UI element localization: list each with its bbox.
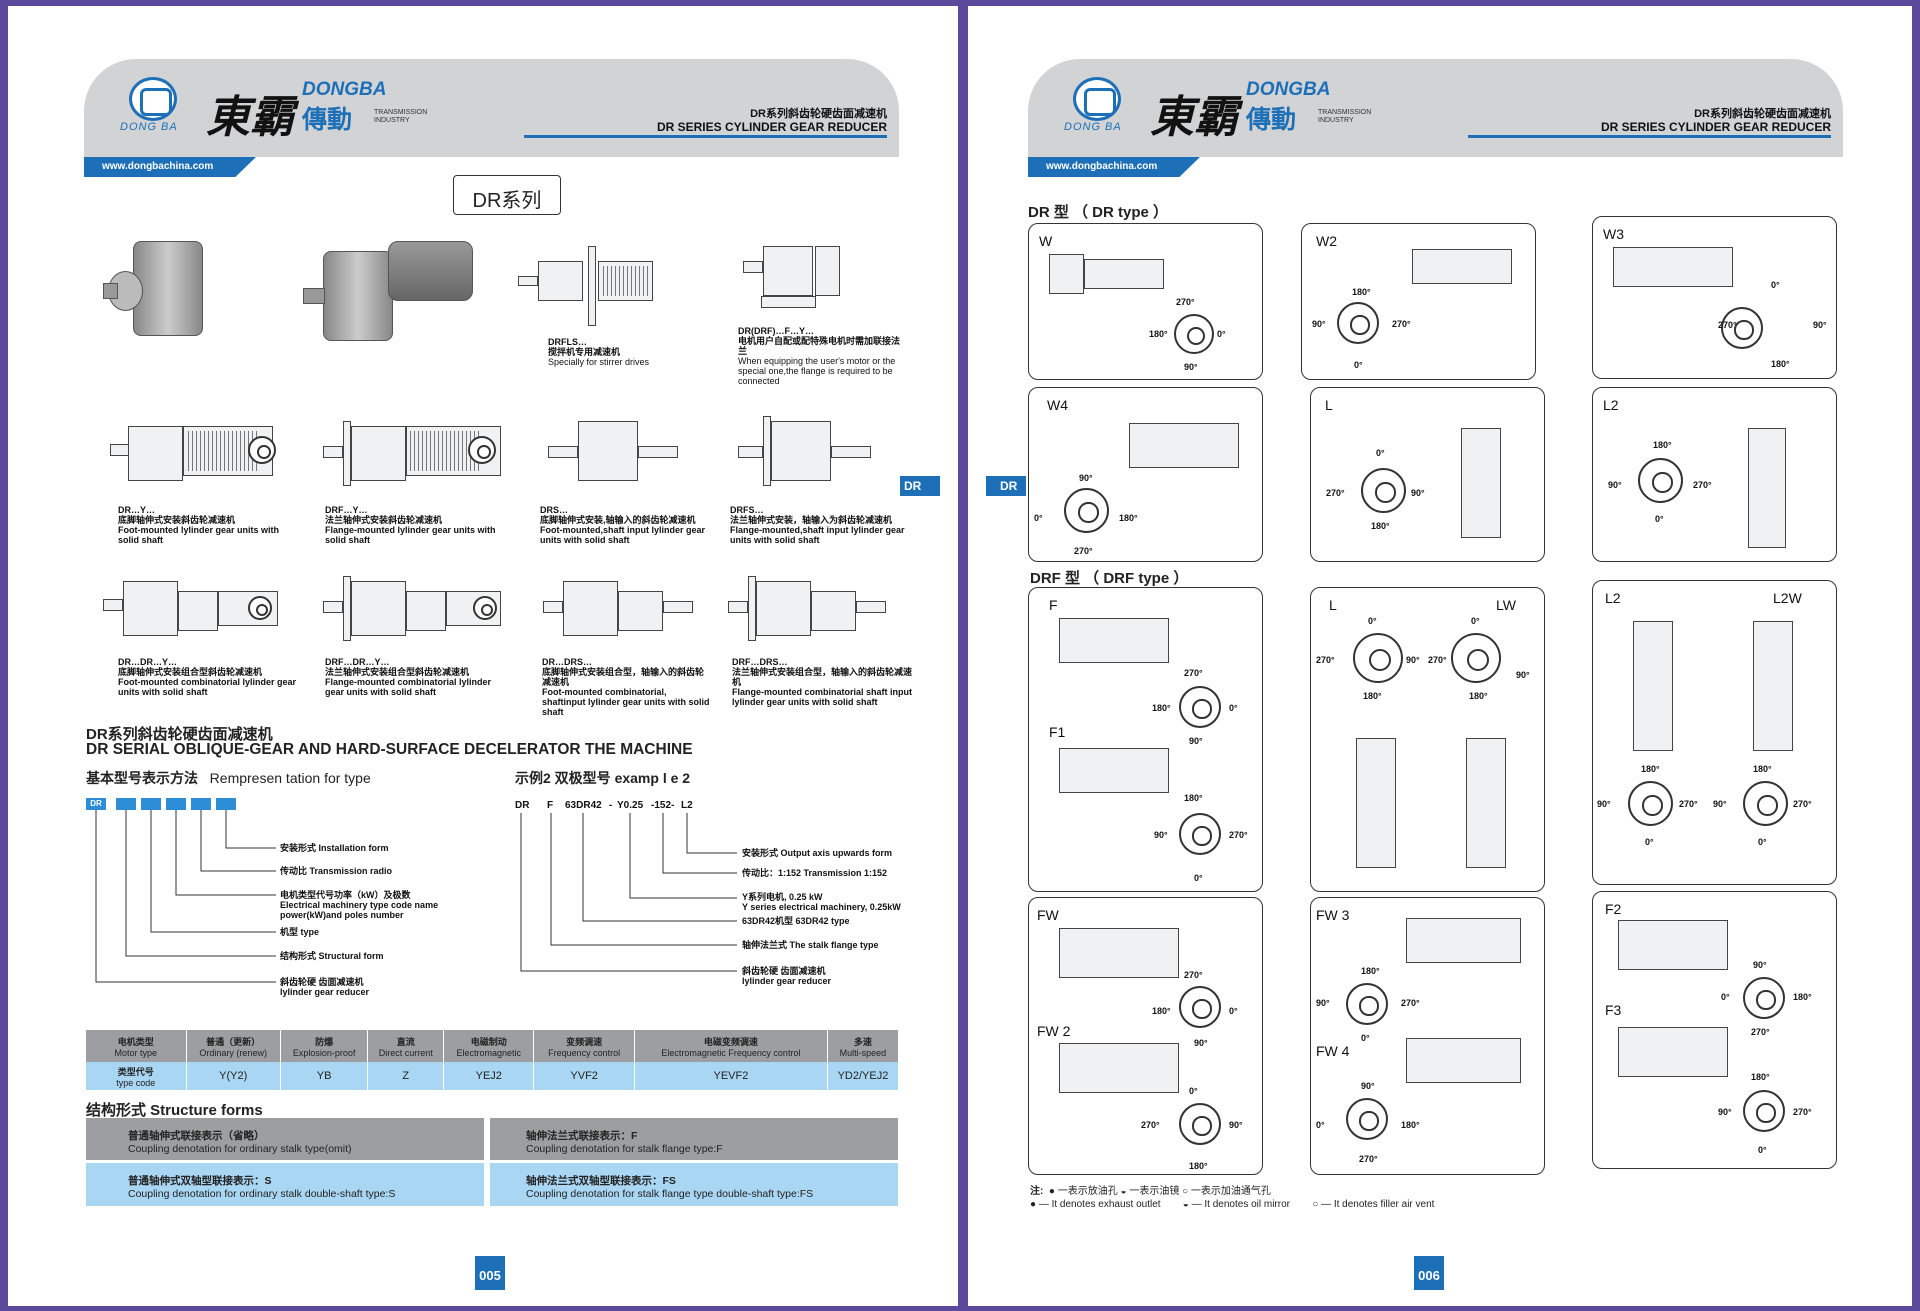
- dr-drs-drawing: [543, 571, 703, 646]
- dr-mount-w4: W4 90° 0° 180° 270°: [1028, 387, 1263, 562]
- legend-notes: 注: ● 一表示放油孔 ◒ 一表示油镜 ○ 一表示加油通气孔 ● — It de…: [1030, 1186, 1435, 1210]
- product-photo-1: [103, 221, 233, 341]
- drf-custom-drawing: [733, 236, 873, 326]
- logo-text: DONG BA: [1064, 121, 1122, 133]
- example-diagram: DR F 63DR42 - Y0.25 -152- L2 安装形式 Output…: [515, 800, 901, 987]
- brand-chinese: 東霸: [1150, 92, 1238, 143]
- table-cell: Z: [367, 1062, 445, 1090]
- drf-mount-f: F 270° 180° 0° 90° F1 180° 90° 270° 0°: [1028, 587, 1263, 892]
- drf-mount-fw: FW 270° 180° 0° 90° FW 2 0° 270° 90° 180…: [1028, 897, 1263, 1175]
- caption-drfls: DRFLS… 搅拌机专用减速机 Specially for stirrer dr…: [548, 337, 650, 367]
- drf-mount-fw3: FW 3 180° 90° 270° 0° FW 4 90° 0° 180° 2…: [1310, 897, 1545, 1175]
- header-title-en: DR SERIES CYLINDER GEAR REDUCER: [656, 120, 887, 134]
- section-title-en: DR SERIAL OBLIQUE-GEAR AND HARD-SURFACE …: [86, 741, 693, 758]
- website-url[interactable]: www.dongbachina.com: [84, 157, 256, 177]
- brand-chinese: 東霸: [206, 92, 294, 143]
- brand-chinese-2: 傳動: [1246, 106, 1297, 134]
- table-cell: YEVF2: [634, 1062, 828, 1090]
- structure-grid: 普通轴伸式联接表示（省略）Coupling denotation for ord…: [86, 1118, 898, 1206]
- dr-mount-w2: W2 180° 90° 270° 0°: [1301, 223, 1536, 380]
- drs-drawing: [543, 416, 693, 491]
- header-rule: [524, 135, 887, 138]
- dr-mount-l: L 0° 270° 90° 180°: [1310, 387, 1545, 562]
- dr-type-title: DR 型 （ DR type ）: [1028, 204, 1169, 221]
- table-cell: YEJ2: [443, 1062, 535, 1090]
- structure-cell: 普通轴伸式联接表示（省略）Coupling denotation for ord…: [86, 1118, 484, 1160]
- drfs-drawing: [733, 411, 883, 491]
- header-title-cn: DR系列斜齿轮硬齿面减速机: [1694, 108, 1831, 120]
- logo-text: DONG BA: [120, 121, 178, 133]
- dr-mount-w3: W3 0° 270° 90° 180°: [1592, 216, 1837, 379]
- drfls-drawing: [518, 231, 668, 331]
- brand-english: DONGBA: [1246, 79, 1331, 100]
- series-title: DR系列: [453, 175, 561, 215]
- caption-drf-custom: DR(DRF)…F…Y… 电机用户自配或配特殊电机时需加联接法兰 When eq…: [738, 326, 901, 386]
- page-number: 006: [1414, 1256, 1444, 1290]
- side-tab[interactable]: DR: [900, 476, 940, 496]
- table-cell: YD2/YEJ2: [837, 1070, 889, 1082]
- side-tab[interactable]: DR: [986, 476, 1026, 496]
- brand-english: DONGBA: [302, 79, 387, 100]
- drf-dr-y-drawing: [318, 566, 508, 646]
- logo-icon: [124, 77, 182, 127]
- drf-mount-l: L LW 0° 270° 90° 180° 0° 270° 90° 180°: [1310, 587, 1545, 892]
- dr-mount-w: W 270° 180° 0° 90°: [1028, 223, 1263, 380]
- code-prefix: DR: [86, 798, 106, 810]
- structure-title: 结构形式 Structure forms: [86, 1102, 263, 1119]
- dr-mount-l2: L2 180° 90° 270° 0°: [1592, 387, 1837, 562]
- table-cell: YVF2: [533, 1062, 635, 1090]
- drf-drs-drawing: [728, 566, 888, 646]
- drf-y-drawing: [318, 411, 508, 491]
- header-rule: [1468, 135, 1831, 138]
- drf-mount-l2: L2 L2W 180° 90° 270° 0° 180° 90° 270° 0°: [1592, 580, 1837, 885]
- header-title-en: DR SERIES CYLINDER GEAR REDUCER: [1600, 120, 1831, 134]
- table-cell: YB: [280, 1062, 369, 1090]
- basic-type-diagram: DR 安装形式 Installation form 传动比 Transmissi…: [86, 798, 516, 1008]
- dr-dr-y-drawing: [98, 571, 288, 646]
- header-title-cn: DR系列斜齿轮硬齿面减速机: [750, 108, 887, 120]
- drf-type-title: DRF 型 （ DRF type ）: [1030, 570, 1189, 587]
- product-photo-2: [298, 226, 483, 346]
- table-header-cell: 普通（更新）Ordinary (renew): [186, 1030, 281, 1062]
- basic-type-title: 基本型号表示方法 Rempresen tation for type: [86, 770, 371, 786]
- table-cell: Y(Y2): [186, 1062, 281, 1090]
- logo-icon: [1068, 77, 1126, 127]
- drf-mount-f2: F2 90° 0° 180° 270° F3 180° 90° 270° 0°: [1592, 891, 1837, 1169]
- brand-chinese-2: 傳動: [302, 106, 353, 134]
- section-title-cn: DR系列斜齿轮硬齿面减速机: [86, 726, 273, 743]
- website-url[interactable]: www.dongbachina.com: [1028, 157, 1200, 177]
- page-number: 005: [475, 1256, 505, 1290]
- example-title: 示例2 双极型号 examp l e 2: [515, 770, 691, 786]
- dr-y-drawing: [98, 416, 288, 491]
